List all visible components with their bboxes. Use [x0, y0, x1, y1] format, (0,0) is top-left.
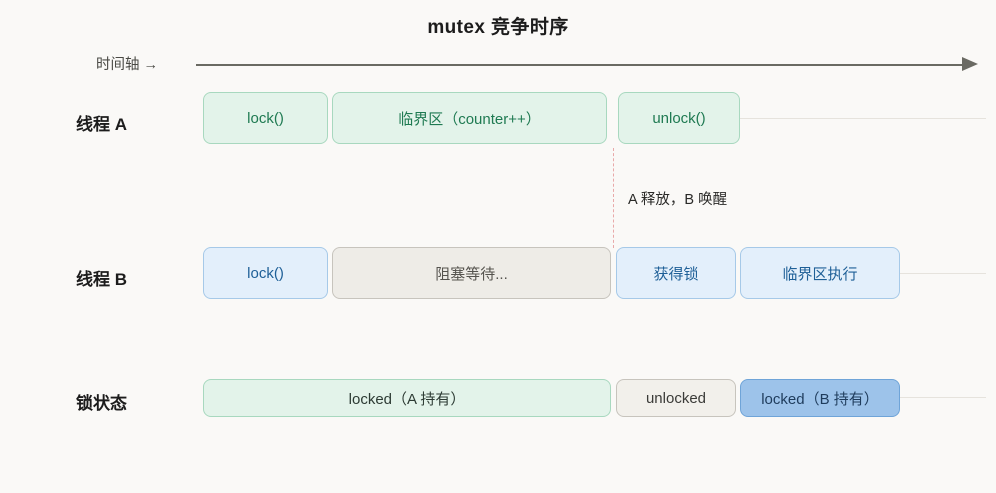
- release-marker-line: [613, 148, 614, 248]
- arrow-right-icon: [962, 57, 978, 71]
- block-lock-state-unlocked[interactable]: unlocked: [616, 379, 736, 417]
- block-lock-state-locked-a[interactable]: locked（A 持有）: [203, 379, 611, 417]
- time-axis-line: [196, 64, 968, 66]
- row-label-thread-b: 线程 B: [76, 270, 127, 289]
- block-thread-b-lock[interactable]: lock(): [203, 247, 328, 299]
- block-thread-a-critical-section[interactable]: 临界区（counter++）: [332, 92, 607, 144]
- block-thread-a-lock[interactable]: lock(): [203, 92, 328, 144]
- baseline-lock-state: [900, 397, 986, 398]
- row-label-thread-a: 线程 A: [76, 115, 127, 134]
- block-thread-b-acquire-lock[interactable]: 获得锁: [616, 247, 736, 299]
- page-title: mutex 竞争时序: [427, 17, 569, 38]
- row-label-lock-state: 锁状态: [76, 394, 127, 413]
- release-marker-label: A 释放，B 唤醒: [628, 192, 728, 208]
- time-axis-label: 时间轴 →: [96, 57, 159, 73]
- block-thread-b-blocked-wait[interactable]: 阻塞等待...: [332, 247, 611, 299]
- baseline-thread-a: [740, 118, 986, 119]
- block-lock-state-locked-b[interactable]: locked（B 持有）: [740, 379, 900, 417]
- baseline-thread-b: [900, 273, 986, 274]
- block-thread-a-unlock[interactable]: unlock(): [618, 92, 740, 144]
- block-thread-b-critical-section[interactable]: 临界区执行: [740, 247, 900, 299]
